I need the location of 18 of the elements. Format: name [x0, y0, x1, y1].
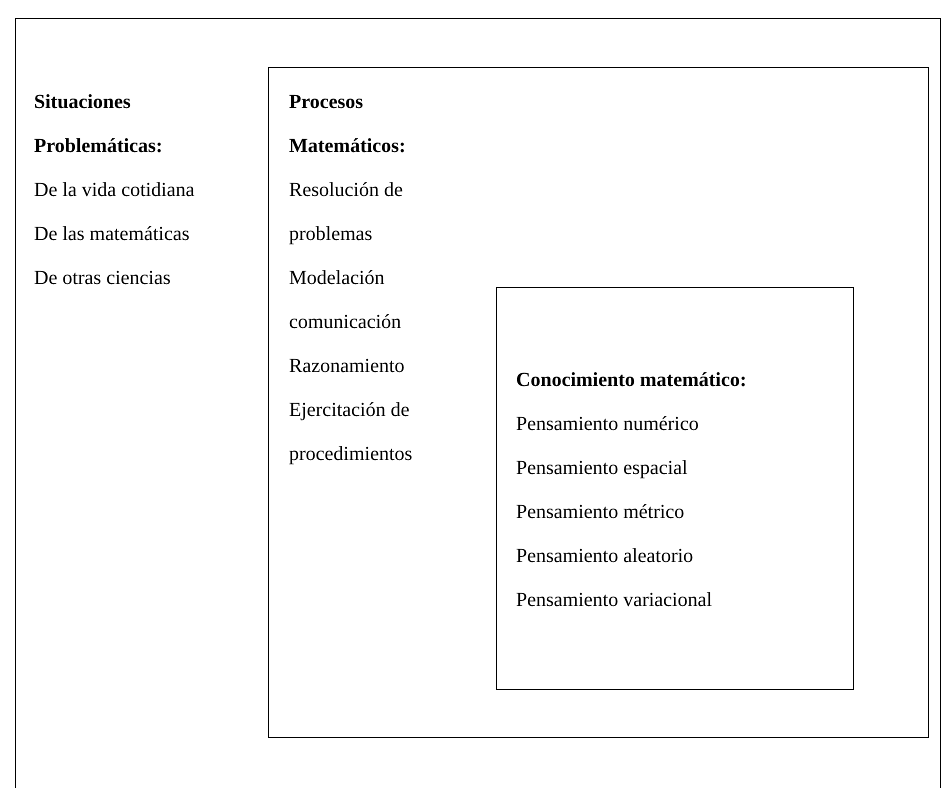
list-item: Pensamiento aleatorio — [516, 544, 694, 569]
list-item: Pensamiento espacial — [516, 456, 689, 481]
box-heading: Procesos Matemáticos: — [289, 90, 407, 159]
content-box — [496, 287, 854, 690]
box-heading: Situaciones Problemáticas: — [34, 90, 164, 159]
list-item: Pensamiento variacional — [516, 588, 714, 613]
list-item: De las matemáticas — [34, 222, 190, 247]
list-item: Pensamiento métrico — [516, 500, 686, 525]
list-item: De otras ciencias — [34, 266, 172, 291]
list-item: Modelación comunicación — [289, 266, 402, 335]
list-item: Razonamiento — [289, 354, 406, 379]
content-box — [268, 67, 929, 738]
list-item: Ejercitación de procedimientos — [289, 398, 414, 467]
list-item: De la vida cotidiana — [34, 178, 196, 203]
box-heading: Conocimiento matemático: — [516, 368, 748, 393]
list-item: Resolución de problemas — [289, 178, 404, 247]
content-box — [15, 18, 941, 788]
list-item: Pensamiento numérico — [516, 412, 700, 437]
